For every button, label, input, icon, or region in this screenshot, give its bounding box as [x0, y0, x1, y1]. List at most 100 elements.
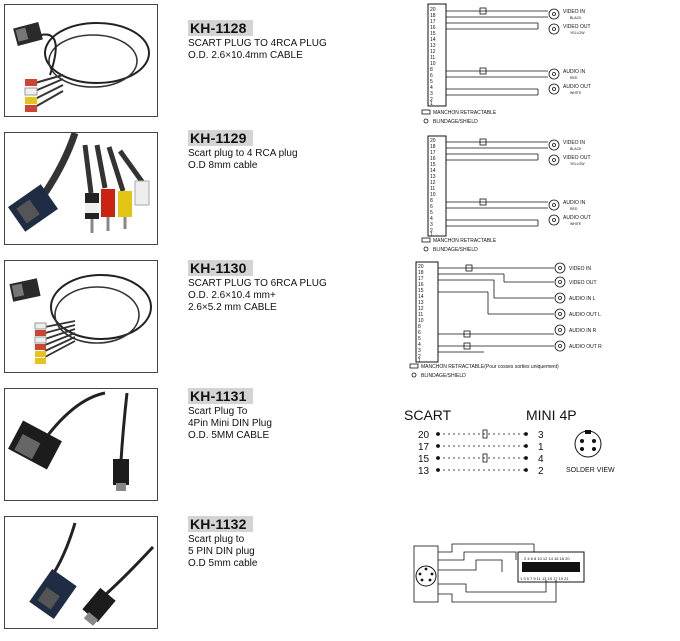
product-desc-line: SCART PLUG TO 4RCA PLUG	[188, 38, 327, 49]
scart-pin-label: 12	[418, 306, 424, 312]
scart-pin-label: 2	[430, 97, 433, 103]
product-photo-kh1128	[4, 4, 158, 117]
solder-view-caption: SOLDER VIEW	[566, 467, 615, 474]
scart-pin-label: 18	[430, 13, 436, 19]
scart-pin-label: 2	[430, 228, 433, 234]
scart-pin-label: 11	[430, 55, 435, 61]
output-label: VIDEO IN	[569, 266, 591, 272]
output-sub-label: BLACK	[570, 147, 582, 151]
output-label: AUDIO OUT	[563, 215, 591, 221]
output-label: VIDEO OUT	[569, 280, 597, 286]
product-photo-kh1132	[4, 516, 158, 629]
scart-pin-label: 14	[418, 294, 424, 300]
product-desc-line: O.D 5mm cable	[188, 558, 258, 569]
product-code: KH-1130	[188, 260, 253, 276]
output-sub-label: BLACK	[570, 16, 582, 20]
output-label: VIDEO OUT	[563, 24, 591, 30]
output-label: VIDEO OUT	[563, 155, 591, 161]
product-photo-kh1131	[4, 388, 158, 501]
scart-pin-label: 20	[430, 7, 436, 13]
sleeve-legend-icon	[421, 109, 431, 115]
wiring-diagram-kh1132: 2 4 6 8 10 12 14 16 18 20 1 3 5 7 9 11 1…	[406, 540, 590, 610]
scart-pin-label: 1	[430, 101, 433, 107]
output-sub-label: RED	[570, 207, 578, 211]
scart-pin-label: 1	[418, 358, 421, 364]
output-label: AUDIO IN L	[569, 296, 596, 302]
scart-pin-label: 4	[430, 216, 433, 222]
product-desc-kh1129: KH-1129 Scart plug to 4 RCA plug O.D 8mm…	[188, 130, 398, 172]
product-desc-line: 5 PIN DIN plug	[188, 546, 255, 557]
scart-pin-label: 20	[418, 264, 424, 270]
scart-pin-label: 10	[418, 318, 424, 324]
legend-shield: BLINDAGE/SHIELD	[433, 247, 478, 253]
output-label: AUDIO IN	[563, 200, 586, 206]
product-desc-line: Scart Plug To	[188, 406, 248, 417]
legend-sleeve: MANCHON RETRACTABLE(Pour cosses sorties …	[421, 364, 559, 370]
scart-pin-label: 15	[418, 288, 424, 294]
scart-pin-label: 3	[418, 348, 421, 354]
sleeve-legend-icon	[409, 363, 419, 369]
scart-pin-label: 4	[418, 342, 421, 348]
scart-pin-label: 18	[430, 144, 436, 150]
din-connector-icon	[415, 565, 437, 587]
product-code: KH-1132	[188, 516, 253, 532]
scart-connector-icon	[517, 551, 585, 583]
shield-legend-icon	[423, 246, 429, 252]
output-sub-label: YELLOW	[570, 162, 585, 166]
product-code: KH-1129	[188, 130, 253, 146]
scart-pin-label: 15	[430, 31, 436, 37]
mini-din-connector-icon	[574, 430, 602, 458]
din-pin-label: 1	[538, 442, 544, 453]
output-sub-label: YELLOW	[570, 31, 585, 35]
product-desc-line: Scart plug to	[188, 534, 245, 545]
scart-pin-label: 18	[418, 270, 424, 276]
scart-pin-label: 20	[418, 430, 430, 441]
product-desc-line: Scart plug to 4 RCA plug	[188, 148, 298, 159]
din-pin-label: 2	[538, 466, 544, 477]
scart-pin-label: 13	[418, 300, 424, 306]
scart-pin-label: 17	[418, 276, 424, 282]
legend-shield: BLINDAGE/SHIELD	[433, 119, 478, 125]
scart-pin-label: 17	[430, 19, 436, 25]
product-photo-kh1129	[4, 132, 158, 245]
scart-pin-label: 14	[430, 168, 436, 174]
scart-pin-label: 15	[430, 162, 436, 168]
product-desc-line: 2.6×5.2 mm CABLE	[188, 302, 277, 313]
product-desc-kh1128: KH-1128 SCART PLUG TO 4RCA PLUG O.D. 2.6…	[188, 20, 398, 62]
scart-pin-label: 5	[430, 79, 433, 85]
scart-pin-label: 6	[418, 330, 421, 336]
output-label: VIDEO IN	[563, 140, 585, 146]
product-desc-line: O.D 8mm cable	[188, 160, 258, 171]
shield-legend-icon	[423, 118, 429, 124]
scart-bottom-pins: 1 3 5 7 9 11 13 15 17 19 21	[520, 576, 569, 581]
scart-pin-label: 3	[430, 222, 433, 228]
scart-pin-label: 13	[418, 466, 430, 477]
wiring-diagram-kh1128: 20 18 17 16 15 14 13 12 11 10 8 6 5 4 3 …	[418, 2, 618, 128]
scart-pin-label: 5	[418, 336, 421, 342]
scart-pin-label: 10	[430, 61, 436, 67]
scart-pin-label: 16	[430, 156, 436, 162]
scart-pin-label: 5	[430, 210, 433, 216]
product-code: KH-1131	[188, 388, 253, 404]
output-sub-label: WHITE	[570, 222, 582, 226]
scart-top-pins: 2 4 6 8 10 12 14 16 18 20	[524, 556, 570, 561]
scart-pin-label: 8	[418, 324, 421, 330]
scart-pin-label: 14	[430, 37, 436, 43]
scart-pin-label: 17	[430, 150, 436, 156]
scart-pin-label: 6	[430, 204, 433, 210]
scart-pin-label: 11	[418, 312, 423, 318]
scart-pin-label: 13	[430, 43, 436, 49]
din-pin-label: 4	[538, 454, 544, 465]
legend-sleeve: MANCHON RETRACTABLE	[433, 238, 497, 244]
output-sub-label: WHITE	[570, 91, 582, 95]
product-desc-line: 4Pin Mini DIN Plug	[188, 418, 272, 429]
output-sub-label: RED	[570, 76, 578, 80]
wiring-diagram-kh1129: 20 18 17 16 15 14 13 12 11 10 8 6 5 4 3 …	[418, 132, 618, 256]
scart-pin-label: 16	[430, 25, 436, 31]
product-code: KH-1128	[188, 20, 253, 36]
product-desc-line: O.D. 5MM CABLE	[188, 430, 270, 441]
wiring-diagram-kh1130: 20 18 17 16 15 14 13 12 11 10 8 6 5 4 3 …	[404, 258, 614, 382]
mini-din-title: MINI 4P	[526, 407, 577, 423]
product-desc-line: O.D. 2.6×10.4mm CABLE	[188, 50, 303, 61]
scart-pin-label: 15	[418, 454, 430, 465]
